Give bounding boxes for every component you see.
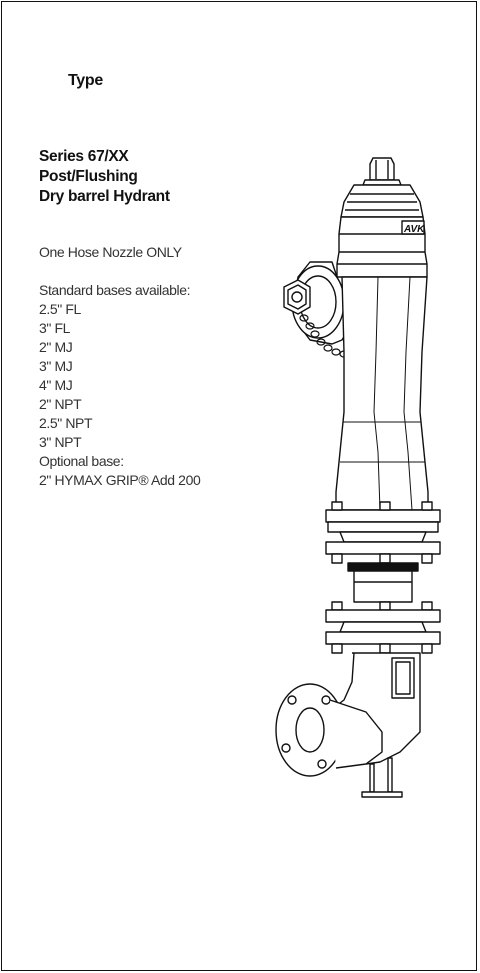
title-line-post: Post/Flushing: [39, 168, 138, 185]
base-item: 2" MJ: [39, 339, 73, 355]
base-item: 4" MJ: [39, 377, 73, 393]
base-item: 2.5" FL: [39, 301, 81, 317]
title-line-series: Series 67/XX: [39, 148, 129, 165]
hydrant-drawing: AVK: [275, 157, 441, 798]
optional-base: 2" HYMAX GRIP® Add 200: [39, 472, 201, 488]
base-item: 2" NPT: [39, 396, 82, 412]
product-title: Series 67/XX Post/Flushing Dry barrel Hy…: [39, 147, 170, 207]
brand-logo: AVK: [403, 224, 425, 235]
base-item: 3" MJ: [39, 358, 73, 374]
type-heading: Type: [68, 72, 103, 89]
title-line-dry-barrel: Dry barrel Hydrant: [39, 188, 170, 205]
base-item: 3" NPT: [39, 434, 82, 450]
nozzle-note: One Hose Nozzle ONLY: [39, 244, 182, 260]
bases-heading: Standard bases available:: [39, 282, 191, 298]
base-item: 3" FL: [39, 320, 70, 336]
optional-heading: Optional base:: [39, 453, 124, 469]
spec-list: One Hose Nozzle ONLY Standard bases avai…: [39, 243, 201, 490]
base-item: 2.5" NPT: [39, 415, 93, 431]
